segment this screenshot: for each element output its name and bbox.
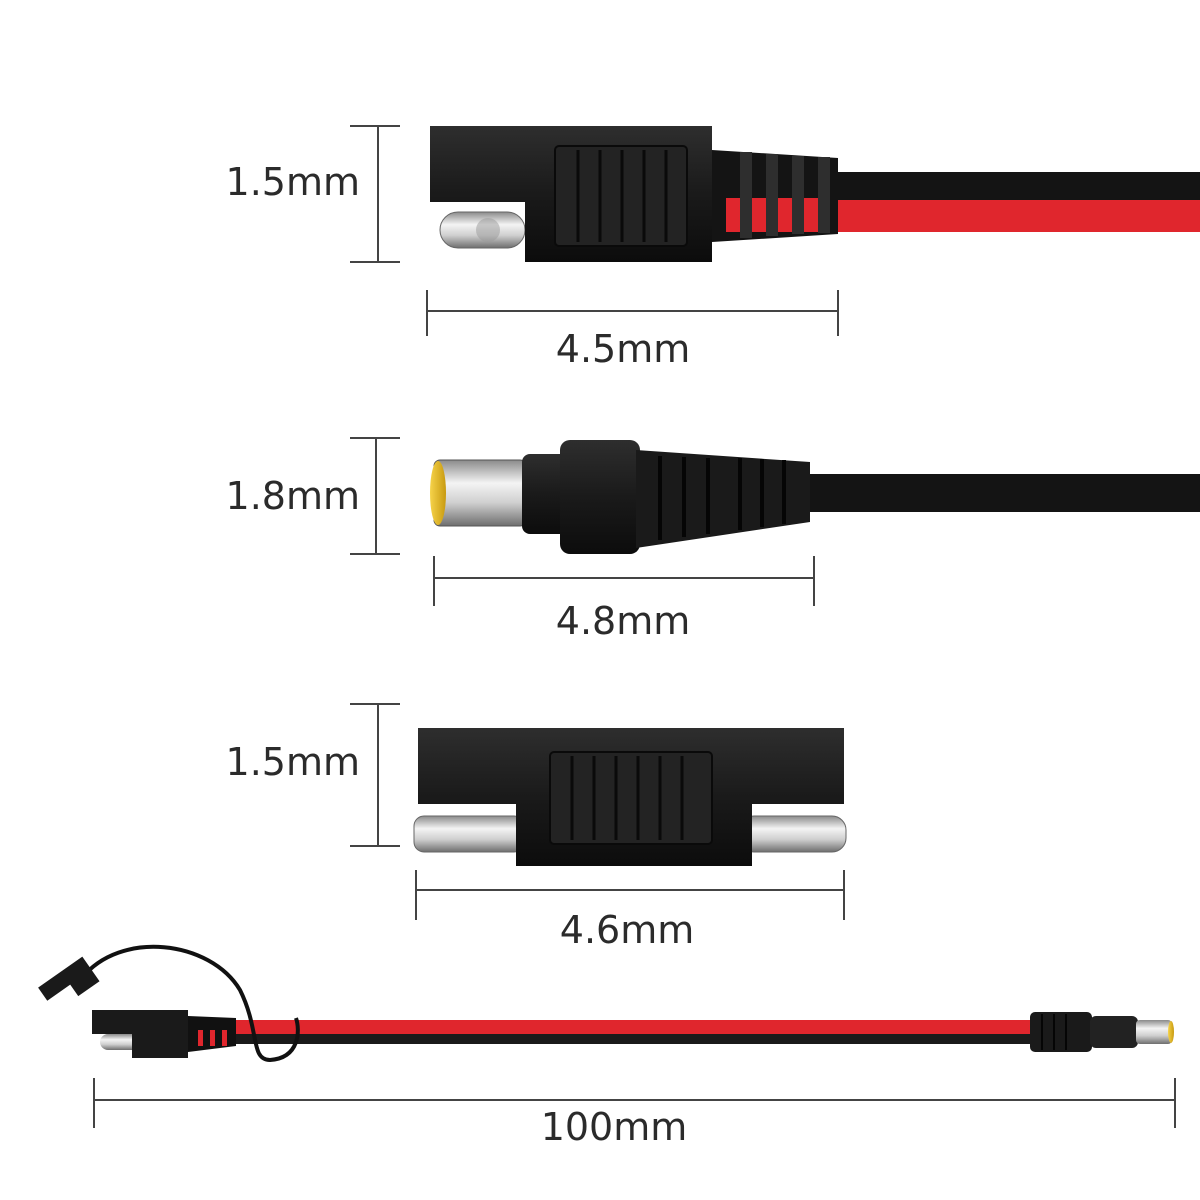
sae-adapter-width-label: 4.6mm xyxy=(559,908,695,952)
sae-plug-width-label: 4.5mm xyxy=(555,327,691,371)
sae-plug-height-dimension xyxy=(350,125,400,263)
dc-plug-width-label: 4.8mm xyxy=(555,599,691,643)
sae-plug-width-dimension xyxy=(426,290,839,336)
black-wire xyxy=(838,172,1200,200)
adapter-right-pin xyxy=(739,815,847,853)
dust-cap-tether xyxy=(80,944,300,1063)
cable-red-wire xyxy=(232,1020,1032,1034)
dc-plug-connector xyxy=(430,440,1200,554)
sae-plug-height-label: 1.5mm xyxy=(225,160,360,204)
sae-adapter-height-label: 1.5mm xyxy=(225,740,360,784)
dc-plug-height-label: 1.8mm xyxy=(225,474,360,518)
cable-length-dimension xyxy=(93,1078,1176,1128)
dc-plug-width-dimension xyxy=(433,556,815,606)
sae-adapter-height-dimension xyxy=(350,703,400,847)
sae-adapter-width-dimension xyxy=(415,870,845,920)
dc-barrel xyxy=(433,459,527,527)
red-wire xyxy=(838,200,1200,232)
dc-cable xyxy=(810,474,1200,512)
full-cable-assembly xyxy=(38,944,1174,1063)
adapter-left-pin xyxy=(413,815,525,853)
sae-plug-connector xyxy=(430,126,1200,262)
dc-plug-height-dimension xyxy=(350,437,400,555)
dc-tip xyxy=(430,461,446,525)
dust-cap xyxy=(38,956,100,1001)
dc-plug-body xyxy=(560,440,640,554)
sae-adapter-connector xyxy=(413,728,847,866)
cable-black-wire xyxy=(232,1034,1032,1044)
cable-length-label: 100mm xyxy=(540,1105,688,1149)
